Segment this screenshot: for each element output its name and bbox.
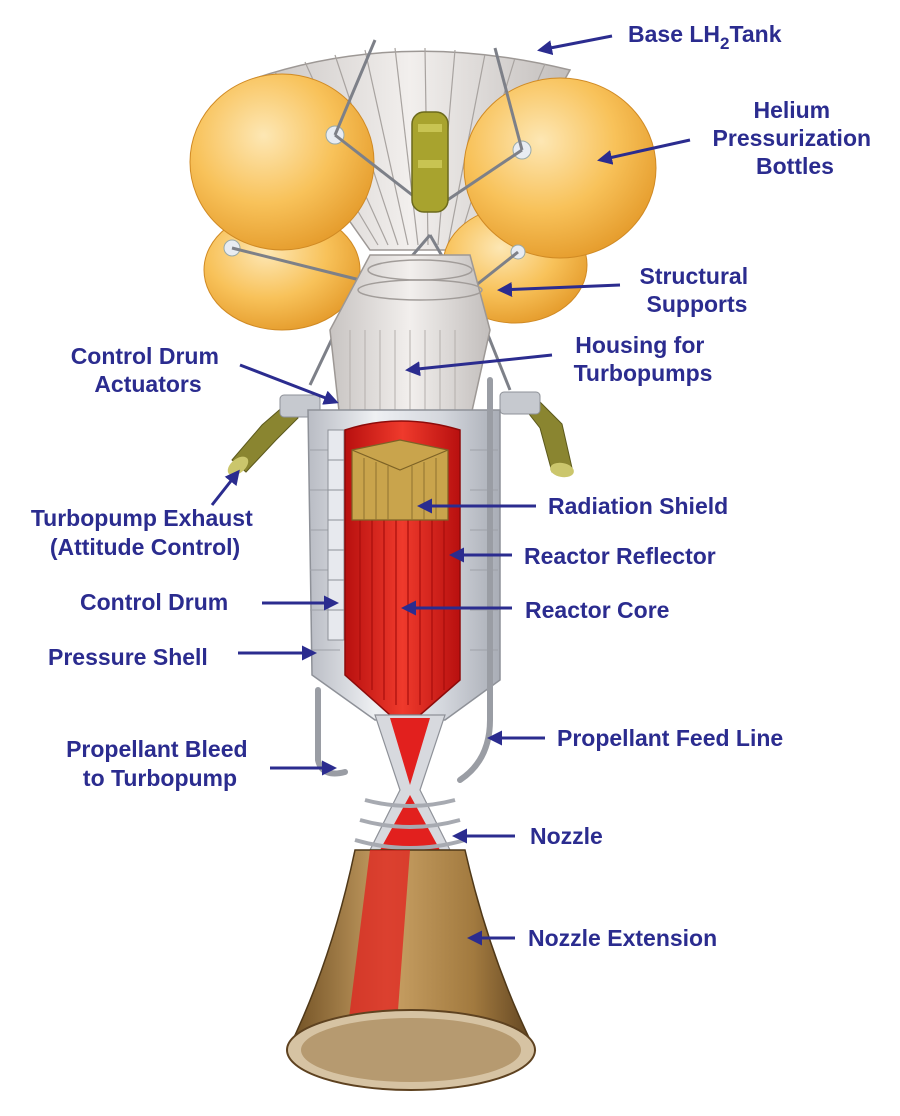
arrow-control-drum-actuators (239, 363, 339, 405)
nozzle-extension (286, 849, 537, 1091)
tank-outlet-valve (411, 111, 449, 213)
leader-arrows (210, 34, 691, 946)
label-reactor-reflector: Reactor Reflector (524, 543, 716, 569)
label-housing-for-turbopumps: Housing for Turbopumps (574, 332, 713, 386)
label-helium-pressurization-bottles: Helium Pressurization Bottles (713, 97, 878, 179)
turbopump-housing (329, 254, 491, 421)
label-nozzle: Nozzle (530, 823, 603, 849)
arrow-turbopump-exhaust (210, 469, 240, 506)
control-drum (327, 429, 345, 641)
label-control-drum-actuators: Control Drum Actuators (71, 343, 226, 397)
arrow-base-tank (537, 34, 613, 56)
label-control-drum: Control Drum (80, 589, 228, 615)
label-radiation-shield: Radiation Shield (548, 493, 728, 519)
labels: Base LH2Tank Helium Pressurization Bottl… (31, 21, 878, 951)
label-base-lh2-tank: Base LH2Tank (628, 21, 782, 53)
attitude-control-exhausts (227, 391, 574, 478)
label-nozzle-extension: Nozzle Extension (528, 925, 717, 951)
arrow-housing (405, 353, 553, 377)
label-reactor-core: Reactor Core (525, 597, 669, 623)
arrow-structural (497, 282, 621, 297)
radiation-shield (351, 439, 449, 521)
label-propellant-bleed: Propellant Bleed to Turbopump (66, 736, 254, 791)
arrow-helium (597, 138, 691, 165)
label-propellant-feed-line: Propellant Feed Line (557, 725, 783, 751)
label-turbopump-exhaust: Turbopump Exhaust (Attitude Control) (31, 505, 259, 560)
label-structural-supports: Structural Supports (639, 263, 754, 317)
nozzle (354, 714, 466, 851)
label-pressure-shell: Pressure Shell (48, 644, 208, 670)
